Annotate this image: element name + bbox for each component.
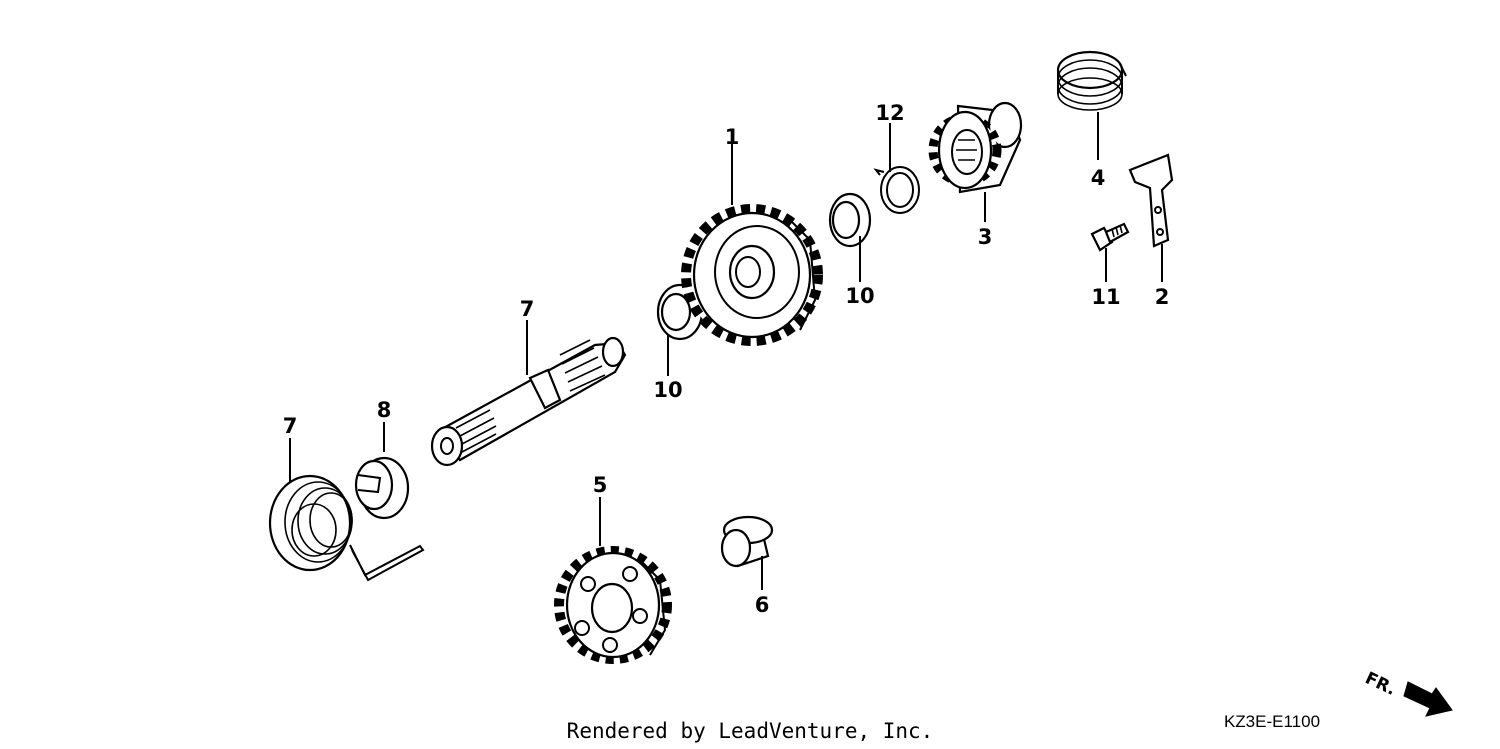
part-label-3: 3 <box>978 225 993 249</box>
diagram-code: KZ3E-E1100 <box>1224 712 1320 731</box>
part-label-4: 4 <box>1091 166 1106 190</box>
thrust-washer-icon[interactable] <box>828 192 872 248</box>
snap-ring-icon[interactable] <box>873 166 920 214</box>
kickstarter-spindle-icon[interactable] <box>430 336 627 467</box>
part-label-10-upper: 10 <box>845 284 874 308</box>
ratchet-spring-icon[interactable] <box>1056 50 1127 111</box>
part-label-9: 8 <box>377 398 392 422</box>
idle-gear-icon[interactable] <box>554 546 672 664</box>
ratchet-gear-icon[interactable] <box>928 101 1023 194</box>
part-label-6: 6 <box>755 593 770 617</box>
part-label-1: 1 <box>725 125 740 149</box>
part-label-10-lower: 10 <box>653 378 682 402</box>
return-spring-icon[interactable] <box>268 474 425 582</box>
part-label-12: 12 <box>875 101 904 125</box>
part-label-7: 7 <box>520 297 535 321</box>
driven-gear-icon[interactable] <box>681 204 823 346</box>
spring-collar-icon[interactable] <box>354 456 410 520</box>
credit-text: Rendered by LeadVenture, Inc. <box>567 719 934 743</box>
bolt-icon[interactable] <box>1090 222 1130 252</box>
direction-label: FR. <box>1362 668 1399 699</box>
bushing-icon[interactable] <box>720 515 774 568</box>
part-label-2: 2 <box>1155 285 1170 309</box>
part-label-8: 7 <box>283 414 298 438</box>
front-direction-arrow-icon: FR. <box>1362 668 1453 717</box>
part-label-5: 5 <box>593 473 608 497</box>
ratchet-guide-plate-icon[interactable] <box>1128 153 1174 248</box>
part-label-11: 11 <box>1091 285 1120 309</box>
